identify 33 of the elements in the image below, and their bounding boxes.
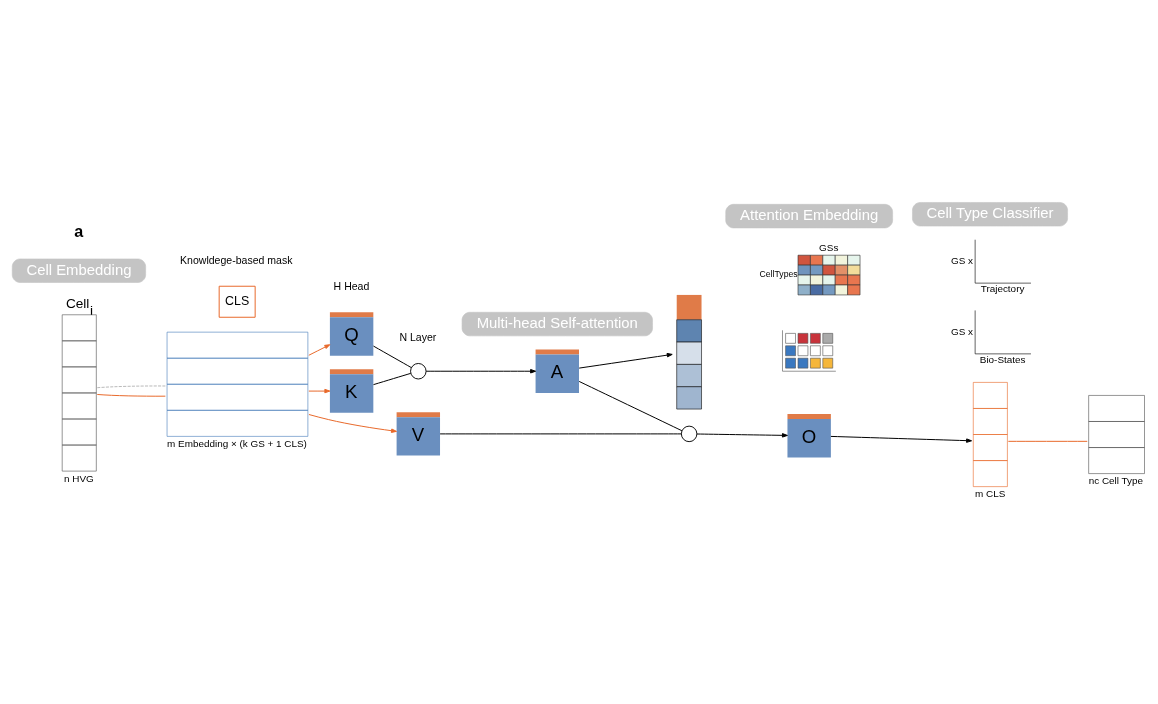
arrow bbox=[308, 344, 331, 356]
arrow bbox=[425, 369, 537, 374]
node-label: CellTypes bbox=[759, 269, 798, 280]
connector bbox=[1007, 440, 1088, 442]
node-box: Cell Type Classifier bbox=[912, 202, 1068, 227]
arrow bbox=[830, 435, 973, 443]
node-label: nc Cell Type bbox=[1088, 475, 1144, 487]
connector bbox=[578, 380, 683, 432]
node-text: GS x Trajectory bbox=[950, 254, 1025, 295]
node-label: m CLS bbox=[975, 488, 1006, 500]
node-text: GS x Bio-States bbox=[950, 325, 1026, 366]
node-box: CLS bbox=[218, 285, 256, 318]
arrow bbox=[308, 388, 331, 394]
node-box: Attention Embedding bbox=[725, 204, 893, 229]
node-box: Cell Embedding bbox=[11, 258, 146, 283]
node-box: Multi-head Self-attention bbox=[461, 312, 653, 337]
connector bbox=[96, 385, 166, 389]
node-label: GSs bbox=[819, 241, 839, 253]
arrow bbox=[578, 352, 673, 369]
label: a bbox=[74, 221, 84, 240]
label: N Layer bbox=[399, 330, 437, 343]
connector bbox=[373, 372, 412, 386]
label: Knowldege-based mask bbox=[180, 253, 293, 266]
connector bbox=[96, 393, 166, 397]
node-circle bbox=[410, 363, 427, 380]
node-circle bbox=[680, 425, 698, 443]
arrow bbox=[696, 433, 788, 438]
arrow bbox=[308, 414, 397, 433]
connector bbox=[373, 345, 412, 369]
connector bbox=[439, 433, 682, 435]
node-label: n HVG bbox=[64, 472, 94, 484]
node-label: m Embedding × (k GS + 1 CLS) bbox=[167, 437, 307, 449]
label: H Head bbox=[333, 280, 370, 293]
